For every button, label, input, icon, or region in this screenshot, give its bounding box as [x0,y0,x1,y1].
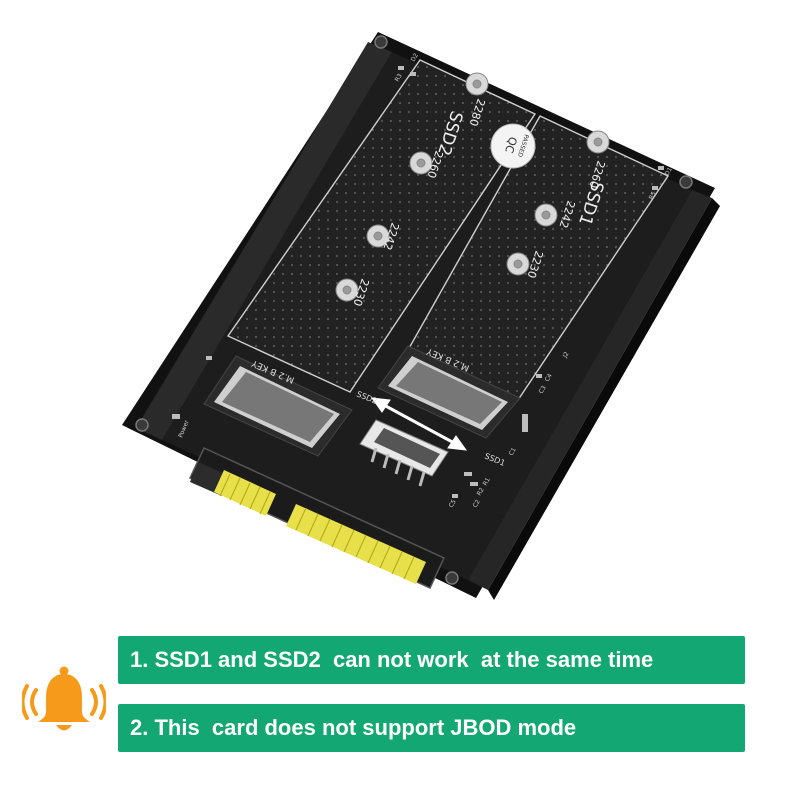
ssd1-m2-connector [377,345,521,439]
ref-c2: C2 [472,498,482,509]
ref-r3: R3 [394,72,404,83]
m2-adapter-photo: SSD2 SSD1 2280 2260 2242 2230 2260 2242 … [122,32,720,600]
qc-text: QC [502,135,520,155]
ssd2-m2-connector [203,355,353,457]
ssd2-mount-holes [335,72,489,302]
frame-screws [135,35,693,585]
ref-c1: C1 [508,446,518,457]
qc-passed-sticker: QC PASSED [490,123,536,169]
ssd1-slot-dots [408,116,668,400]
note-banner-1: 1. SSD1 and SSD2 can not work at the sam… [118,636,745,684]
frame-left-rail [136,42,392,440]
ref-r2: R2 [476,486,486,497]
ref-d1: D1 [664,166,674,177]
ref-c5: C5 [448,498,458,509]
ref-d2: D2 [410,52,420,63]
ref-c3: C3 [538,384,548,395]
ref-c4: C4 [544,372,554,383]
smd-components [172,66,664,498]
ssd2-slot-outline [226,59,537,393]
sata-connector [189,447,445,589]
note-banner-2: 2. This card does not support JBOD mode [118,704,745,752]
frame-right-edge [488,198,720,600]
ssd1-mount-holes [506,130,610,276]
frame-right-rail [468,190,712,590]
ref-r5: R5 [648,190,658,201]
bell-icon [22,666,106,731]
ref-j2: J2 [561,351,570,360]
switch-arrow [370,397,468,451]
ssd-selector-switch [359,419,449,487]
ref-r1: R1 [482,476,492,487]
